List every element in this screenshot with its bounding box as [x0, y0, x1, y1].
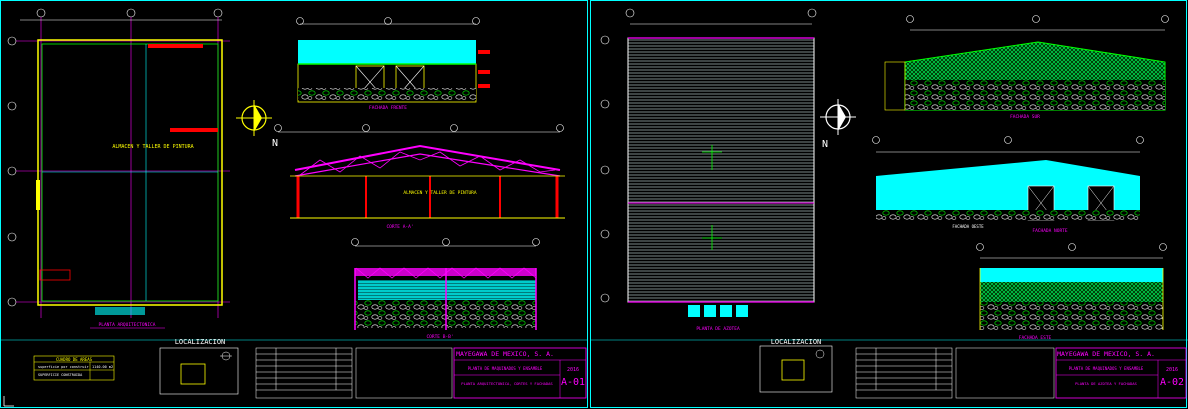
facade-west-title: FACHADA OESTE [952, 224, 984, 229]
facade-east: FACHADA ESTE [976, 243, 1167, 341]
company-name: MAYEGAWA DE MEXICO, S. A. [456, 350, 554, 358]
area-table-title: CUADRO DE AREAS [56, 357, 93, 362]
sheet-1-border [0, 0, 588, 408]
sheet-2-border [590, 0, 1187, 408]
sheet-2: PLANTA DE AZOTEA N FACHADA SUR [590, 0, 1188, 408]
area-table: CUADRO DE AREAS superficie por construir… [33, 355, 115, 381]
location-map-2 [759, 345, 833, 393]
localizacion-label: LOCALIZACION [175, 338, 226, 346]
area-row-2: SUPERFICIE CONSTRUIDA [38, 373, 83, 377]
north-arrow-2-icon: N [820, 99, 856, 150]
sheet-desc-2: PLANTA DE AZOTEA Y FACHADAS [1075, 381, 1137, 386]
section-a: ALMACEN Y TALLER DE PINTURA CORTE A-A' [274, 124, 565, 230]
plan-grid-axes [7, 8, 230, 318]
title-block-info-1: MAYEGAWA DE MEXICO, S. A. PLANTA DE MAQU… [453, 347, 587, 399]
project-name: PLANTA DE MAQUINADOS Y ENSAMBLE [468, 366, 543, 371]
section-b-title: CORTE B-B' [426, 334, 453, 340]
sheet-desc: PLANTA ARQUITECTONICA, CORTES Y FACHADAS [461, 381, 553, 386]
roof-plan: PLANTA DE AZOTEA [600, 8, 817, 332]
title-block-2: LOCALIZACION MAYEGAWA DE MEXICO, S. A. [590, 338, 1188, 399]
north-label-2: N [822, 139, 828, 150]
plan-title: PLANTA ARQUITECTONICA [99, 322, 156, 328]
project-name-2: PLANTA DE MAQUINADOS Y ENSAMBLE [1069, 366, 1144, 371]
facade-north-title: FACHADA NORTE [1032, 228, 1068, 234]
facade-front-title: FACHADA FRENTE [369, 105, 407, 111]
revision-grid [255, 347, 453, 399]
location-map [159, 347, 239, 395]
facade-east-title: FACHADA ESTE [1019, 335, 1052, 341]
title-block-info-2: MAYEGAWA DE MEXICO, S. A. PLANTA DE MAQU… [1055, 347, 1187, 399]
facade-north: FACHADA OESTE FACHADA NORTE [872, 136, 1144, 234]
roof-plan-title: PLANTA DE AZOTEA [696, 326, 740, 332]
revision-grid-2 [855, 347, 1055, 399]
section-space-label: ALMACEN Y TALLER DE PINTURA [403, 190, 476, 196]
facade-south-title: FACHADA SUR [1010, 114, 1040, 120]
area-row-1: superficie por construir [38, 365, 89, 369]
sheet-year: 2016 [567, 367, 579, 373]
sheet-year-2: 2016 [1166, 367, 1178, 373]
sheet-number: A-01 [561, 377, 585, 388]
sheet-1: ALMACEN Y TALLER DE PINTURA PLANTA ARQUI… [0, 0, 588, 408]
section-b: CORTE B-B' [351, 238, 540, 340]
title-block-1: LOCALIZACION CUADRO DE AREAS superficie … [0, 338, 588, 399]
section-a-title: CORTE A-A' [386, 224, 413, 230]
north-label: N [272, 138, 278, 149]
localizacion-label-2: LOCALIZACION [771, 338, 822, 346]
plan-space-label: ALMACEN Y TALLER DE PINTURA [112, 144, 193, 150]
company-name-2: MAYEGAWA DE MEXICO, S. A. [1057, 350, 1155, 358]
ucs-icon [3, 396, 14, 407]
floor-plan: ALMACEN Y TALLER DE PINTURA PLANTA ARQUI… [36, 39, 223, 329]
sheet-number-2: A-02 [1160, 377, 1184, 388]
facade-front: FACHADA FRENTE [296, 17, 490, 111]
area-row-1-value: 1140.00 m2 [92, 365, 113, 369]
north-arrow-icon: N [236, 100, 278, 149]
facade-south: FACHADA SUR [884, 15, 1169, 120]
